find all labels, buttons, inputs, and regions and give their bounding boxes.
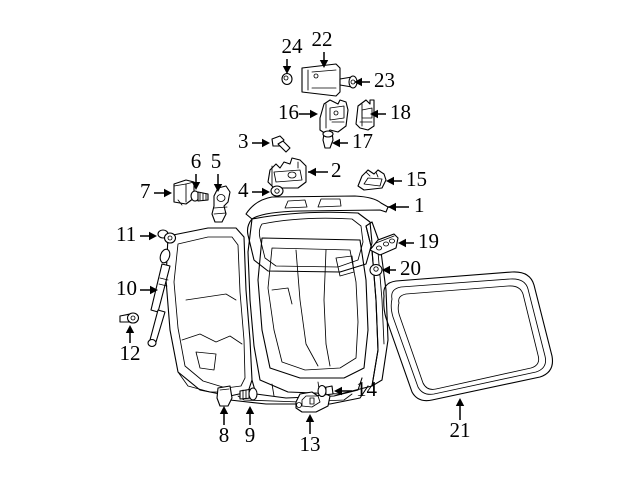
callout-11: 11 [116,222,157,246]
callout-21: 21 [450,398,471,442]
callout-number-23: 23 [374,68,395,92]
callout-number-5: 5 [211,149,222,173]
leader-arrow-21 [455,398,465,406]
leader-arrow-13 [305,414,315,422]
part-liftgate-panel [165,195,389,405]
callout-1: 1 [388,193,425,217]
part-bumper-stop [173,179,195,206]
leader-arrow-24 [282,66,292,74]
callout-number-6: 6 [191,149,202,173]
callout-8: 8 [219,406,230,447]
leader-arrow-18 [370,109,378,119]
leader-arrow-19 [398,238,406,248]
part-upper-bracket [301,63,341,97]
callout-number-24: 24 [282,34,304,58]
callout-23: 23 [354,68,395,92]
callout-15: 15 [386,167,427,191]
part-striker-plate [369,233,399,256]
callout-7: 7 [140,179,172,203]
part-hinge-bolt [271,135,291,153]
leader-arrow-9 [245,406,255,414]
callout-9: 9 [245,406,256,447]
callout-5: 5 [211,149,223,192]
callout-16: 16 [278,100,318,124]
callout-10: 10 [116,276,158,300]
callout-4: 4 [238,178,270,202]
leader-arrow-12 [125,325,135,333]
part-weatherstrip-seal [383,271,554,402]
leader-arrow-10 [150,285,158,295]
part-lamp-screw [317,384,334,398]
part-handle-trim [357,169,387,191]
leader-arrow-17 [332,138,340,148]
part-hinge-left [319,99,349,135]
callout-number-10: 10 [116,276,137,300]
callout-number-4: 4 [238,178,249,202]
leader-arrow-22 [319,60,329,68]
leader-arrow-5 [213,184,223,192]
callout-number-17: 17 [352,129,373,153]
leader-arrow-20 [382,265,390,275]
callout-3: 3 [238,129,270,153]
leader-arrow-6 [191,182,201,190]
callout-number-2: 2 [331,158,342,182]
part-lock-cylinder [211,185,231,223]
part-latch-nut [270,185,284,197]
callout-12: 12 [120,325,141,365]
callout-number-9: 9 [245,423,256,447]
callout-number-16: 16 [278,100,299,124]
part-hinge-stud [322,130,334,149]
callout-number-13: 13 [300,432,321,456]
part-strut-ball-stud-lower [119,312,140,324]
callout-22: 22 [312,27,333,68]
callout-2: 2 [308,158,342,182]
leader-arrow-4 [262,187,270,197]
callout-number-20: 20 [400,256,421,280]
leader-arrow-14 [334,386,342,396]
leader-arrow-7 [164,188,172,198]
leader-arrow-16 [310,109,318,119]
leader-arrow-11 [149,231,157,241]
callout-number-21: 21 [450,418,471,442]
callout-number-18: 18 [390,100,411,124]
callout-number-1: 1 [414,193,425,217]
callout-18: 18 [370,100,411,124]
part-strut-ball-stud-upper [157,229,177,244]
callout-17: 17 [332,129,373,153]
callout-number-14: 14 [356,377,378,401]
callout-24: 24 [282,34,304,74]
callout-number-19: 19 [418,229,439,253]
part-lower-bumper [216,385,233,407]
part-gas-strut [147,248,171,348]
leader-arrow-23 [354,77,362,87]
callout-number-12: 12 [120,341,141,365]
callout-number-7: 7 [140,179,151,203]
leader-arrow-1 [388,202,396,212]
part-striker-nut [369,263,383,277]
part-lock-screw [190,190,209,202]
callout-number-11: 11 [116,222,136,246]
leader-arrow-2 [308,167,316,177]
callout-number-3: 3 [238,129,249,153]
callout-13: 13 [300,414,321,456]
leader-arrow-3 [262,138,270,148]
callout-number-22: 22 [312,27,333,51]
callout-number-8: 8 [219,423,230,447]
callout-6: 6 [191,149,202,190]
callout-19: 19 [398,229,439,253]
callout-14: 14 [334,377,378,401]
part-liftgate-latch [267,157,307,189]
leader-arrow-8 [219,406,229,414]
part-lower-screw [239,387,258,401]
part-bracket-nut [281,72,293,86]
part-hinge-right [355,99,375,131]
callout-20: 20 [382,256,421,280]
callout-number-15: 15 [406,167,427,191]
leader-arrow-15 [386,176,394,186]
